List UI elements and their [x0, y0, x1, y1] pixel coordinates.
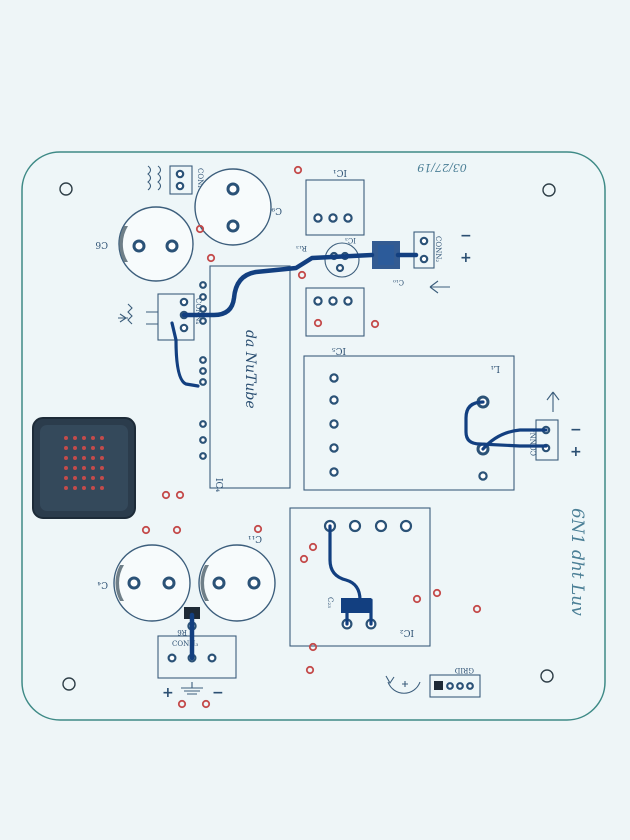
svg-text:R₁₃: R₁₃ — [296, 244, 307, 252]
svg-text:C₄: C₄ — [97, 579, 108, 589]
array-pad — [82, 486, 86, 490]
via — [308, 642, 318, 652]
array-pad — [91, 436, 95, 440]
array-pad — [100, 466, 104, 470]
mounting-hole-top-left — [59, 182, 73, 196]
svg-text:C₂₃: C₂₃ — [326, 597, 334, 608]
via — [412, 594, 422, 604]
array-pad — [91, 466, 95, 470]
ic1-footprint: IC₁ — [305, 167, 365, 236]
array-pad — [64, 436, 68, 440]
mounting-hole-top-right — [542, 183, 556, 197]
svg-text:+: + — [460, 250, 472, 266]
array-pad — [64, 476, 68, 480]
via — [308, 542, 318, 552]
via — [161, 490, 171, 500]
svg-text:CONN₃: CONN₃ — [172, 640, 198, 648]
array-pad — [91, 476, 95, 480]
via — [370, 319, 380, 329]
ic4-nutube-footprint: da NuTube IC₄ — [199, 265, 291, 492]
svg-text:C₁₀: C₁₀ — [393, 278, 404, 286]
c6-capacitor: C6 — [95, 206, 194, 282]
conn2-connector: CONN₂ − + — [413, 228, 472, 294]
array-pad — [100, 476, 104, 480]
svg-text:+: + — [162, 685, 174, 701]
via — [299, 554, 309, 564]
board-date: 03/27/19 — [417, 161, 466, 174]
svg-text:IC₂: IC₂ — [400, 627, 414, 637]
pad-array-block — [32, 417, 136, 519]
via — [195, 224, 205, 234]
array-pad — [82, 436, 86, 440]
copper-traces — [170, 252, 548, 661]
svg-text:−: − — [460, 228, 472, 244]
via — [293, 165, 303, 175]
via — [201, 699, 211, 709]
conn6-connector: CONN6 — [147, 165, 204, 196]
via — [172, 525, 182, 535]
array-pad — [91, 456, 95, 460]
svg-text:L₁: L₁ — [490, 363, 500, 373]
c10-capacitor: C₁₀ — [372, 241, 404, 286]
svg-text:IC₁: IC₁ — [333, 167, 347, 177]
svg-text:GRID: GRID — [454, 666, 474, 674]
via — [313, 318, 323, 328]
via — [206, 253, 216, 263]
c4-capacitor: C₄ — [97, 544, 191, 622]
array-pad — [91, 486, 95, 490]
grid-connector: GRID — [385, 666, 481, 698]
svg-text:IC₄: IC₄ — [213, 478, 223, 492]
svg-text:−: − — [212, 685, 224, 701]
via — [472, 604, 482, 614]
array-pad — [91, 446, 95, 450]
array-pad — [82, 446, 86, 450]
c11-capacitor: C₁₁ — [198, 533, 276, 622]
array-pad — [73, 486, 77, 490]
c9-capacitor: C₉ — [194, 168, 282, 246]
array-pad — [73, 456, 77, 460]
svg-text:IC₃: IC₃ — [345, 236, 356, 244]
array-pad — [73, 476, 77, 480]
svg-text:CONN6: CONN6 — [196, 168, 204, 196]
via — [141, 525, 151, 535]
array-pad — [82, 466, 86, 470]
vias — [141, 165, 482, 709]
svg-text:R6: R6 — [177, 628, 187, 636]
via — [297, 270, 307, 280]
board-title: 6N1 dht Luv — [567, 508, 587, 616]
via — [175, 490, 185, 500]
ic5-footprint: IC₅ — [305, 287, 365, 355]
via — [432, 588, 442, 598]
array-pad — [64, 446, 68, 450]
array-pad — [100, 436, 104, 440]
svg-text:−: − — [570, 422, 582, 438]
svg-text:+: + — [570, 444, 582, 460]
ic2-footprint: C₂₃ IC₂ — [289, 507, 431, 647]
via — [305, 665, 315, 675]
svg-text:C₉: C₉ — [271, 205, 282, 215]
array-pad — [100, 456, 104, 460]
array-pad — [64, 486, 68, 490]
svg-text:CONN₄: CONN₄ — [194, 298, 202, 324]
mounting-hole-bottom-right — [540, 669, 554, 683]
svg-text:IC₅: IC₅ — [332, 345, 346, 355]
array-pad — [100, 446, 104, 450]
module-label: da NuTube — [242, 330, 258, 409]
array-pad — [100, 486, 104, 490]
svg-text:CONN₂: CONN₂ — [434, 236, 442, 262]
svg-text:C₁₁: C₁₁ — [248, 533, 262, 543]
array-pad — [64, 466, 68, 470]
array-pad — [64, 456, 68, 460]
via — [177, 699, 187, 709]
array-pad — [82, 456, 86, 460]
mounting-hole-bottom-left — [62, 677, 76, 691]
svg-text:C6: C6 — [95, 239, 108, 249]
via — [253, 524, 263, 534]
svg-text:CONN₅: CONN₅ — [530, 430, 538, 456]
array-pad — [73, 446, 77, 450]
array-pad — [73, 466, 77, 470]
array-pad — [82, 476, 86, 480]
array-pad — [73, 436, 77, 440]
